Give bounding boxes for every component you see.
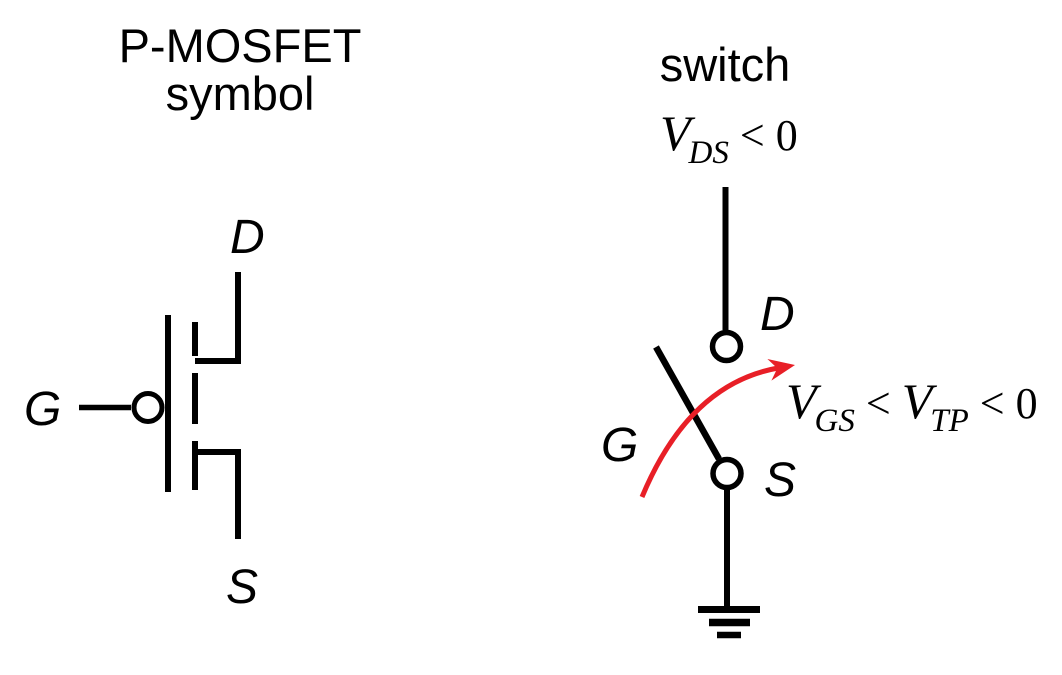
right-gate-label: G xyxy=(601,419,639,472)
vgs-sub1: GS xyxy=(814,403,855,439)
drain-branch-wire xyxy=(195,272,241,364)
left-title-line1: P-MOSFET xyxy=(118,19,362,72)
sweep-arrowhead-icon xyxy=(767,359,795,381)
vds-sub: DS xyxy=(688,135,729,171)
vds-var: V xyxy=(660,105,691,161)
source-branch-wire xyxy=(195,449,241,539)
gate-bubble-icon xyxy=(131,391,165,424)
right-source-label: S xyxy=(764,454,797,507)
vgs-formula: VGS < VTP < 0 xyxy=(786,373,1038,438)
left-source-label: S xyxy=(226,561,259,614)
vds-tail: < 0 xyxy=(728,111,798,160)
left-title: P-MOSFET symbol xyxy=(95,22,385,118)
left-drain-label: D xyxy=(230,211,265,264)
vgs-tail: < 0 xyxy=(968,379,1038,428)
vgs-var1: V xyxy=(786,373,817,429)
vgs-mid: < xyxy=(854,379,902,428)
right-drain-label: D xyxy=(760,288,795,341)
vds-formula: VDS < 0 xyxy=(660,105,798,170)
source-contact-icon xyxy=(710,456,744,491)
sweep-arrow-arc xyxy=(639,365,779,498)
switch-title: switch xyxy=(659,38,791,91)
drain-contact-icon xyxy=(709,329,744,364)
left-gate-label: G xyxy=(24,383,62,436)
vgs-var2: V xyxy=(901,373,933,429)
left-title-line2: symbol xyxy=(165,67,315,120)
switch-blade xyxy=(653,345,722,461)
vgs-sub2: TP xyxy=(930,403,969,439)
